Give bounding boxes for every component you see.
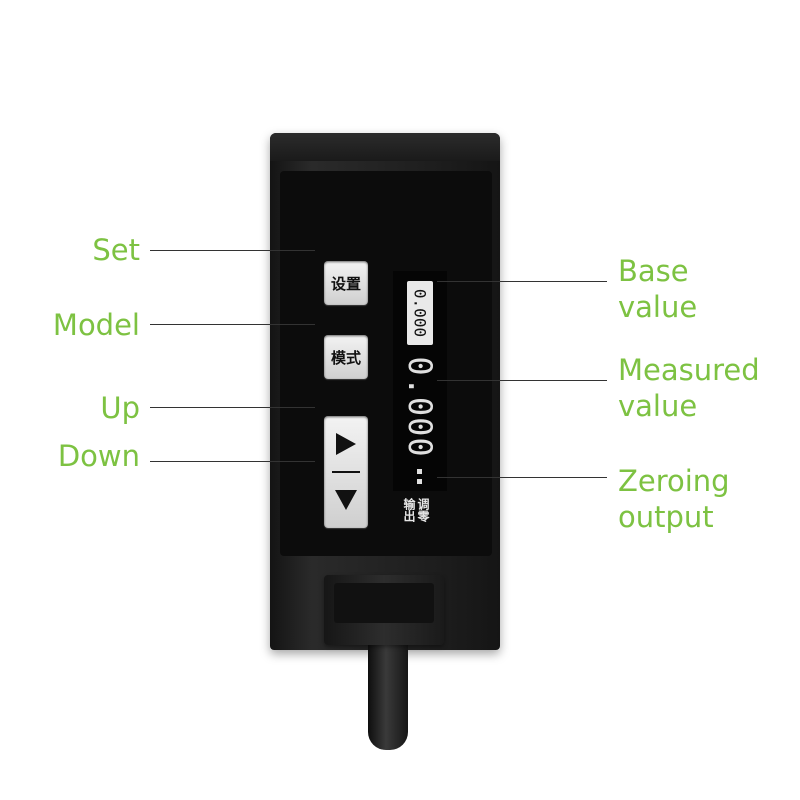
callout-measured-line (437, 380, 607, 381)
cable-connector (324, 575, 444, 645)
control-panel: 设置 模式 0.000 0.000 调零 输出 (280, 171, 492, 556)
sensor-device: 设置 模式 0.000 0.000 调零 输出 (270, 133, 500, 650)
output-indicator (413, 467, 425, 487)
callout-model: Model (52, 308, 140, 342)
triangle-down-icon (335, 490, 357, 510)
model-button[interactable]: 模式 (324, 335, 368, 379)
down-button[interactable] (324, 472, 368, 528)
callout-set-line (150, 250, 315, 251)
measured-value-area: 0.000 (395, 356, 445, 458)
callout-base-value-line1: Base (618, 254, 689, 288)
callout-zeroing-line (437, 477, 607, 478)
callout-down: Down (57, 439, 140, 473)
callout-zeroing-output-line1: Zeroing (618, 464, 730, 498)
callout-model-line (150, 324, 315, 325)
zeroing-label-col1: 调零 (416, 498, 430, 522)
up-button[interactable] (324, 416, 368, 472)
callout-down-line (150, 461, 315, 462)
callout-zeroing-output-line2: output (618, 500, 714, 534)
callout-measured-value-line1: Measured (618, 353, 760, 387)
callout-base-line (437, 281, 607, 282)
callout-measured-value-line2: value (618, 389, 698, 423)
measured-value-readout: 0.000 (401, 356, 439, 458)
set-button[interactable]: 设置 (324, 261, 368, 305)
callout-set: Set (92, 233, 140, 267)
base-value-box: 0.000 (407, 281, 433, 345)
up-down-divider (332, 471, 360, 473)
lcd-display: 0.000 0.000 (393, 271, 447, 491)
callout-up: Up (100, 391, 140, 425)
callout-base-value-line2: value (618, 290, 698, 324)
up-down-button (324, 416, 368, 528)
callout-up-line (150, 407, 315, 408)
connector-inner (334, 583, 434, 623)
zeroing-output-label: 调零 输出 (398, 498, 438, 528)
device-top-edge (270, 133, 500, 161)
base-value-readout: 0.000 (410, 288, 430, 338)
triangle-right-icon (336, 433, 356, 455)
zeroing-label-col2: 输出 (402, 498, 416, 522)
